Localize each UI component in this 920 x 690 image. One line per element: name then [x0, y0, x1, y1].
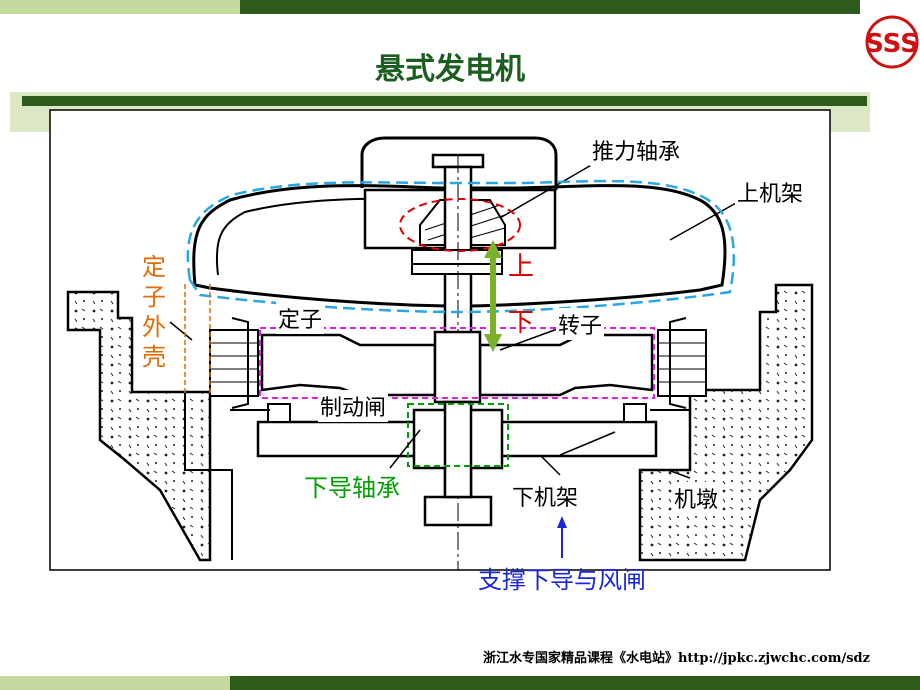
stator-left	[209, 317, 259, 409]
svg-text:SSS: SSS	[865, 29, 919, 59]
footer-credit: 浙江水专国家精品课程《水电站》http://jpkc.zjwchc.com/sd…	[482, 651, 870, 666]
label-support-note: 支撑下导与风闸	[478, 566, 646, 594]
brake-left	[267, 403, 291, 423]
title-rule-dark	[22, 96, 867, 106]
label-thrust-bearing: 推力轴承	[590, 134, 683, 166]
lower-guide-bearing-highlight	[407, 403, 509, 467]
label-stator: 定子	[276, 302, 325, 334]
label-up: 上	[508, 252, 535, 282]
rotor-highlight	[259, 327, 655, 399]
thrust-bearing-highlight	[399, 198, 521, 252]
top-band-dark	[240, 0, 860, 14]
label-lower-frame: 下机架	[510, 480, 581, 512]
top-cover	[360, 136, 558, 190]
college-logo: SSS	[865, 15, 919, 69]
stator-shell-highlight	[184, 284, 211, 396]
label-pier: 机墩	[672, 482, 721, 514]
label-lower-guide-bearing: 下导轴承	[304, 474, 400, 502]
label-rotor: 转子	[556, 308, 605, 340]
stator-right	[657, 317, 707, 409]
label-stator-shell: 定 子 外 壳	[142, 253, 166, 371]
label-down: 下	[508, 308, 535, 338]
rotor	[260, 333, 437, 397]
label-brake: 制动闸	[318, 390, 389, 422]
left-pier	[66, 290, 212, 562]
brake-right	[623, 403, 647, 423]
page-title: 悬式发电机	[375, 52, 525, 87]
label-upper-frame: 上机架	[735, 176, 806, 208]
bottom-band-dark	[230, 676, 920, 690]
